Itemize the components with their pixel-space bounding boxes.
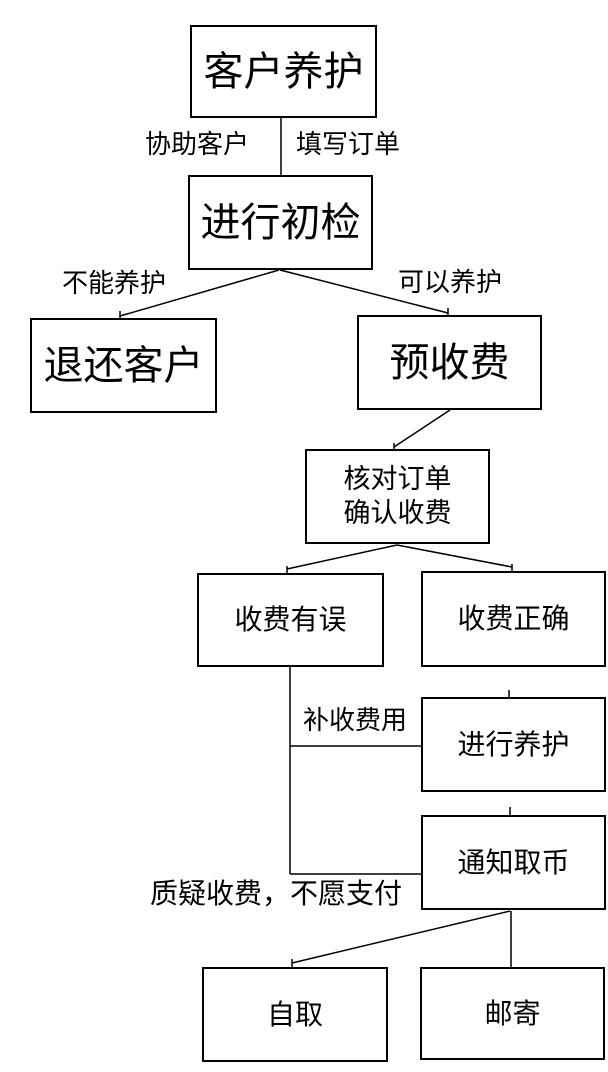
node-return-customer-label: 退还客户	[43, 342, 204, 389]
connector-verify-to-correct	[396, 544, 513, 568]
node-self-pickup-label: 自取	[266, 997, 323, 1031]
connector-check-to-return	[119, 269, 280, 317]
edge-label-can-care: 可以养护	[398, 268, 503, 298]
node-customer-care-label: 客户养护	[203, 48, 364, 95]
node-do-care-label: 进行养护	[457, 727, 570, 761]
edge-label-assist-customer: 协助客户	[145, 130, 250, 160]
node-charge-wrong-label: 收费有误	[234, 603, 347, 637]
edge-label-cannot-care: 不能养护	[62, 269, 167, 299]
connector-notify-to-selfpickup	[291, 910, 511, 964]
connector-precharge-to-verify	[393, 409, 451, 448]
node-pre-charge: 预收费	[357, 315, 542, 410]
edge-label-fill-order: 填写订单	[296, 130, 401, 160]
node-do-care: 进行养护	[421, 697, 606, 792]
node-verify-order: 核对订单 确认收费	[305, 449, 490, 544]
node-charge-correct: 收费正确	[421, 571, 606, 667]
node-mail-label: 邮寄	[484, 996, 541, 1030]
node-return-customer: 退还客户	[30, 318, 217, 413]
edge-label-extra-charge: 补收费用	[303, 706, 408, 736]
node-verify-order-line2: 确认收费	[343, 497, 452, 529]
edge-label-dispute-charge: 质疑收费，不愿支付	[150, 877, 403, 910]
connector-verify-to-wrong	[286, 544, 398, 570]
node-self-pickup: 自取	[202, 967, 388, 1062]
connector-check-to-precharge	[279, 269, 449, 314]
node-initial-check: 进行初检	[188, 175, 373, 270]
node-initial-check-label: 进行初检	[200, 199, 361, 246]
node-charge-wrong: 收费有误	[197, 573, 384, 667]
node-mail: 邮寄	[420, 967, 605, 1060]
node-notify-pickup: 通知取币	[421, 815, 606, 910]
node-verify-order-line1: 核对订单	[343, 463, 452, 495]
node-charge-correct-label: 收费正确	[457, 602, 570, 636]
node-customer-care: 客户养护	[190, 25, 377, 118]
node-pre-charge-label: 预收费	[389, 339, 510, 386]
node-notify-pickup-label: 通知取币	[457, 845, 570, 879]
